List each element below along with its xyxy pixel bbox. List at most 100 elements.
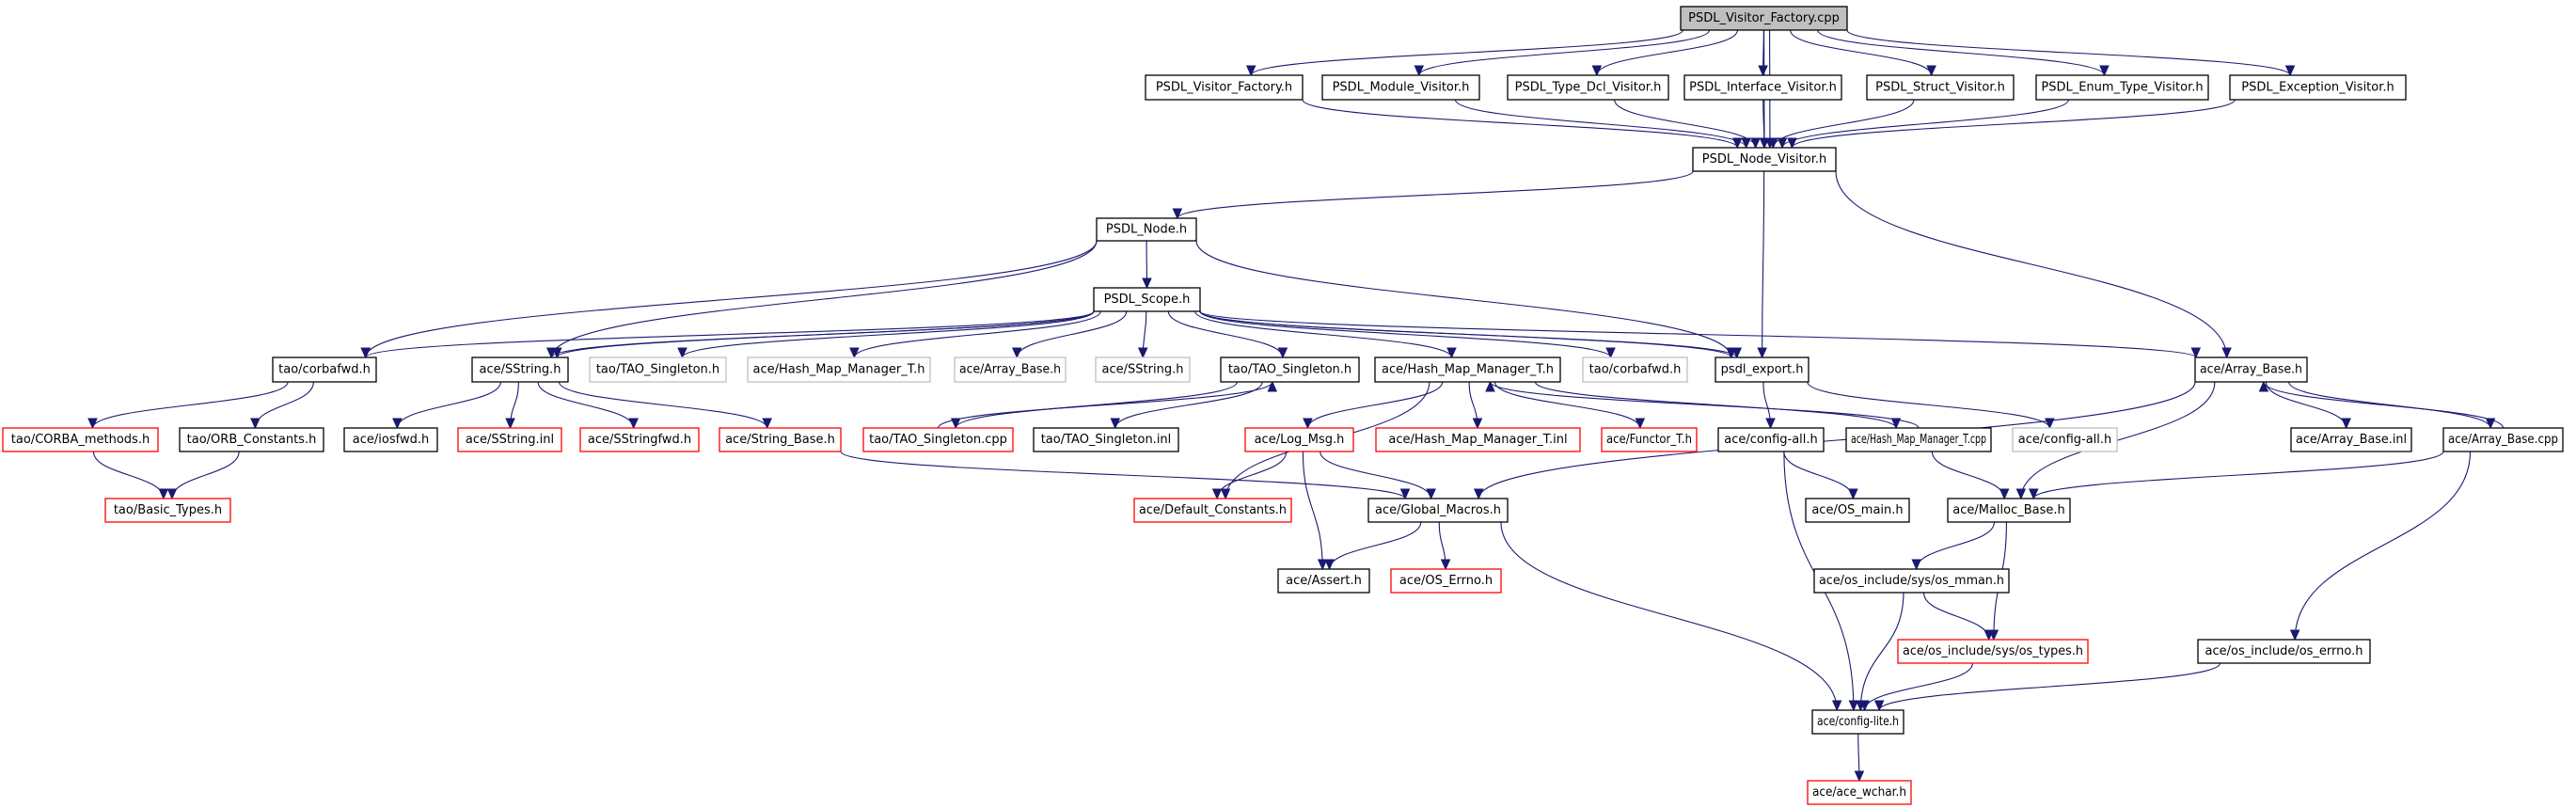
node-box bbox=[719, 427, 842, 452]
node-label: PSDL_Node_Visitor.h bbox=[1702, 152, 1826, 166]
node-label: ace/Array_Base.h bbox=[959, 363, 1061, 377]
edge-malloc-base-to-os-mman bbox=[1916, 521, 1996, 570]
arrowhead-icon bbox=[1012, 347, 1022, 359]
node-config-lite[interactable]: ace/config-lite.h bbox=[1811, 709, 1904, 735]
node-root[interactable]: PSDL_Visitor_Factory.cpp bbox=[1680, 6, 1848, 31]
node-global-macros[interactable]: ace/Global_Macros.h bbox=[1367, 498, 1509, 523]
node-sstring[interactable]: ace/SString.h bbox=[471, 356, 569, 383]
node-malloc-base[interactable]: ace/Malloc_Base.h bbox=[1947, 498, 2071, 523]
edge-scope-h-to-tao-single-g bbox=[681, 310, 1095, 358]
node-arrbase-cpp[interactable]: ace/Array_Base.cpp bbox=[2442, 427, 2564, 452]
edge-arrbase-to-arrbase-inl bbox=[2265, 381, 2347, 429]
arrowhead-icon bbox=[1764, 137, 1776, 150]
node-box bbox=[1805, 498, 1910, 523]
node-label: tao/TAO_Singleton.cpp bbox=[869, 433, 1007, 447]
node-corbafwd-g[interactable]: tao/corbafwd.h bbox=[1582, 356, 1688, 383]
node-orb-const[interactable]: tao/ORB_Constants.h bbox=[179, 427, 324, 452]
node-box bbox=[1321, 74, 1480, 101]
node-box bbox=[1813, 568, 2010, 594]
node-tao-single-g[interactable]: tao/TAO_Singleton.h bbox=[589, 356, 727, 383]
node-corba-methods[interactable]: tao/CORBA_methods.h bbox=[2, 427, 159, 452]
node-label: ace/SString.h bbox=[1102, 363, 1184, 377]
arrowhead-icon bbox=[2099, 65, 2110, 77]
edge-hmm-cpp-to-hmm bbox=[1489, 381, 1920, 429]
node-vf-h[interactable]: PSDL_Visitor_Factory.h bbox=[1145, 74, 1304, 101]
node-scope-h[interactable]: PSDL_Scope.h bbox=[1093, 287, 1201, 312]
node-tao-single-cpp[interactable]: tao/TAO_Singleton.cpp bbox=[862, 427, 1014, 452]
node-box bbox=[579, 427, 700, 452]
node-os-errno[interactable]: ace/os_include/os_errno.h bbox=[2197, 639, 2371, 664]
node-enum-v[interactable]: PSDL_Enum_Type_Visitor.h bbox=[2035, 74, 2209, 101]
arrowhead-icon bbox=[1859, 700, 1870, 712]
arrowhead-icon bbox=[950, 418, 961, 430]
node-node-h[interactable]: PSDL_Node.h bbox=[1096, 217, 1197, 242]
edges-layer bbox=[87, 29, 2505, 783]
node-ace-wchar[interactable]: ace/ace_wchar.h bbox=[1807, 780, 1912, 805]
edge-os-mman-to-os-types bbox=[1922, 592, 1990, 641]
node-label: PSDL_Visitor_Factory.cpp bbox=[1688, 11, 1840, 25]
edge-os-types-to-config-lite bbox=[1864, 662, 1974, 711]
node-hmm-inl[interactable]: ace/Hash_Map_Manager_T.inl bbox=[1375, 427, 1581, 452]
node-box bbox=[1093, 287, 1201, 312]
node-hmm[interactable]: ace/Hash_Map_Manager_T.h bbox=[1374, 356, 1561, 383]
node-basic-types[interactable]: tao/Basic_Types.h bbox=[104, 498, 231, 523]
node-tdcl-v[interactable]: PSDL_Type_Dcl_Visitor.h bbox=[1507, 74, 1669, 101]
edge-corbafwd-to-corba-methods bbox=[91, 381, 289, 429]
node-box bbox=[1374, 356, 1561, 383]
edge-corba-methods-to-basic-types bbox=[92, 451, 165, 499]
node-tao-single-inl[interactable]: tao/TAO_Singleton.inl bbox=[1033, 427, 1179, 452]
arrowhead-icon bbox=[2190, 347, 2202, 359]
node-box bbox=[1692, 147, 1837, 172]
node-arrbase[interactable]: ace/Array_Base.h bbox=[2194, 356, 2308, 383]
edge-scope-h-to-hmm bbox=[1194, 310, 1452, 358]
arrowhead-icon bbox=[158, 488, 169, 500]
node-mod-v[interactable]: PSDL_Module_Visitor.h bbox=[1321, 74, 1480, 101]
node-config-all-g[interactable]: ace/config-all.h bbox=[2012, 427, 2118, 452]
node-assert-h[interactable]: ace/Assert.h bbox=[1277, 568, 1370, 594]
node-node-v[interactable]: PSDL_Node_Visitor.h bbox=[1692, 147, 1837, 172]
node-iosfwd[interactable]: ace/iosfwd.h bbox=[343, 427, 438, 452]
node-os-mman[interactable]: ace/os_include/sys/os_mman.h bbox=[1813, 568, 2010, 594]
arrowhead-icon bbox=[762, 418, 772, 430]
node-iface-v[interactable]: PSDL_Interface_Visitor.h bbox=[1683, 74, 1842, 101]
node-hmm-g[interactable]: ace/Hash_Map_Manager_T.h bbox=[747, 356, 931, 383]
arrowhead-icon bbox=[2015, 488, 2027, 500]
node-label: ace/String_Base.h bbox=[725, 433, 835, 447]
node-functor[interactable]: ace/Functor_T.h bbox=[1601, 427, 1698, 452]
node-string-base[interactable]: ace/String_Base.h bbox=[719, 427, 842, 452]
node-label: ace/Hash_Map_Manager_T.inl bbox=[1388, 433, 1567, 447]
node-log-msg[interactable]: ace/Log_Msg.h bbox=[1244, 427, 1354, 452]
node-os-errno-h[interactable]: ace/OS_Errno.h bbox=[1390, 568, 1502, 594]
node-label: ace/Array_Base.inl bbox=[2296, 433, 2407, 447]
node-tao-single[interactable]: tao/TAO_Singleton.h bbox=[1220, 356, 1360, 383]
node-arrbase-inl[interactable]: ace/Array_Base.inl bbox=[2290, 427, 2412, 452]
arrowhead-icon bbox=[1873, 700, 1885, 712]
edge-scope-h-to-corbafwd bbox=[365, 310, 1095, 358]
node-default-const[interactable]: ace/Default_Constants.h bbox=[1133, 498, 1292, 523]
node-corbafwd[interactable]: tao/corbafwd.h bbox=[272, 356, 377, 383]
node-sstringfwd[interactable]: ace/SStringfwd.h bbox=[579, 427, 700, 452]
node-os-main[interactable]: ace/OS_main.h bbox=[1805, 498, 1910, 523]
node-exc-v[interactable]: PSDL_Exception_Visitor.h bbox=[2229, 74, 2407, 101]
node-box bbox=[1947, 498, 2071, 523]
arrowhead-icon bbox=[552, 347, 562, 359]
node-hmm-cpp[interactable]: ace/Hash_Map_Manager_T.cpp bbox=[1845, 427, 1992, 452]
arrowhead-icon bbox=[2029, 488, 2039, 500]
node-label: ace/iosfwd.h bbox=[353, 433, 429, 447]
node-struct-v[interactable]: PSDL_Struct_Visitor.h bbox=[1866, 74, 2015, 101]
node-box bbox=[1145, 74, 1304, 101]
node-psdl-export[interactable]: psdl_export.h bbox=[1715, 356, 1810, 383]
edge-scope-h-to-tao-single bbox=[1167, 310, 1284, 358]
node-sstring-g[interactable]: ace/SString.h bbox=[1095, 356, 1191, 383]
node-sstring-inl[interactable]: ace/SString.inl bbox=[457, 427, 562, 452]
edge-sstring-to-sstringfwd bbox=[537, 381, 635, 429]
node-config-all[interactable]: ace/config-all.h bbox=[1717, 427, 1825, 452]
node-os-types[interactable]: ace/os_include/sys/os_types.h bbox=[1897, 639, 2089, 664]
arrowhead-icon bbox=[360, 347, 371, 359]
node-box bbox=[1811, 709, 1904, 735]
node-box bbox=[2442, 427, 2564, 452]
edge-log-msg-to-global-macros bbox=[1320, 451, 1432, 499]
node-arrbase-g[interactable]: ace/Array_Base.h bbox=[954, 356, 1067, 383]
arrowhead-icon bbox=[1446, 347, 1457, 359]
